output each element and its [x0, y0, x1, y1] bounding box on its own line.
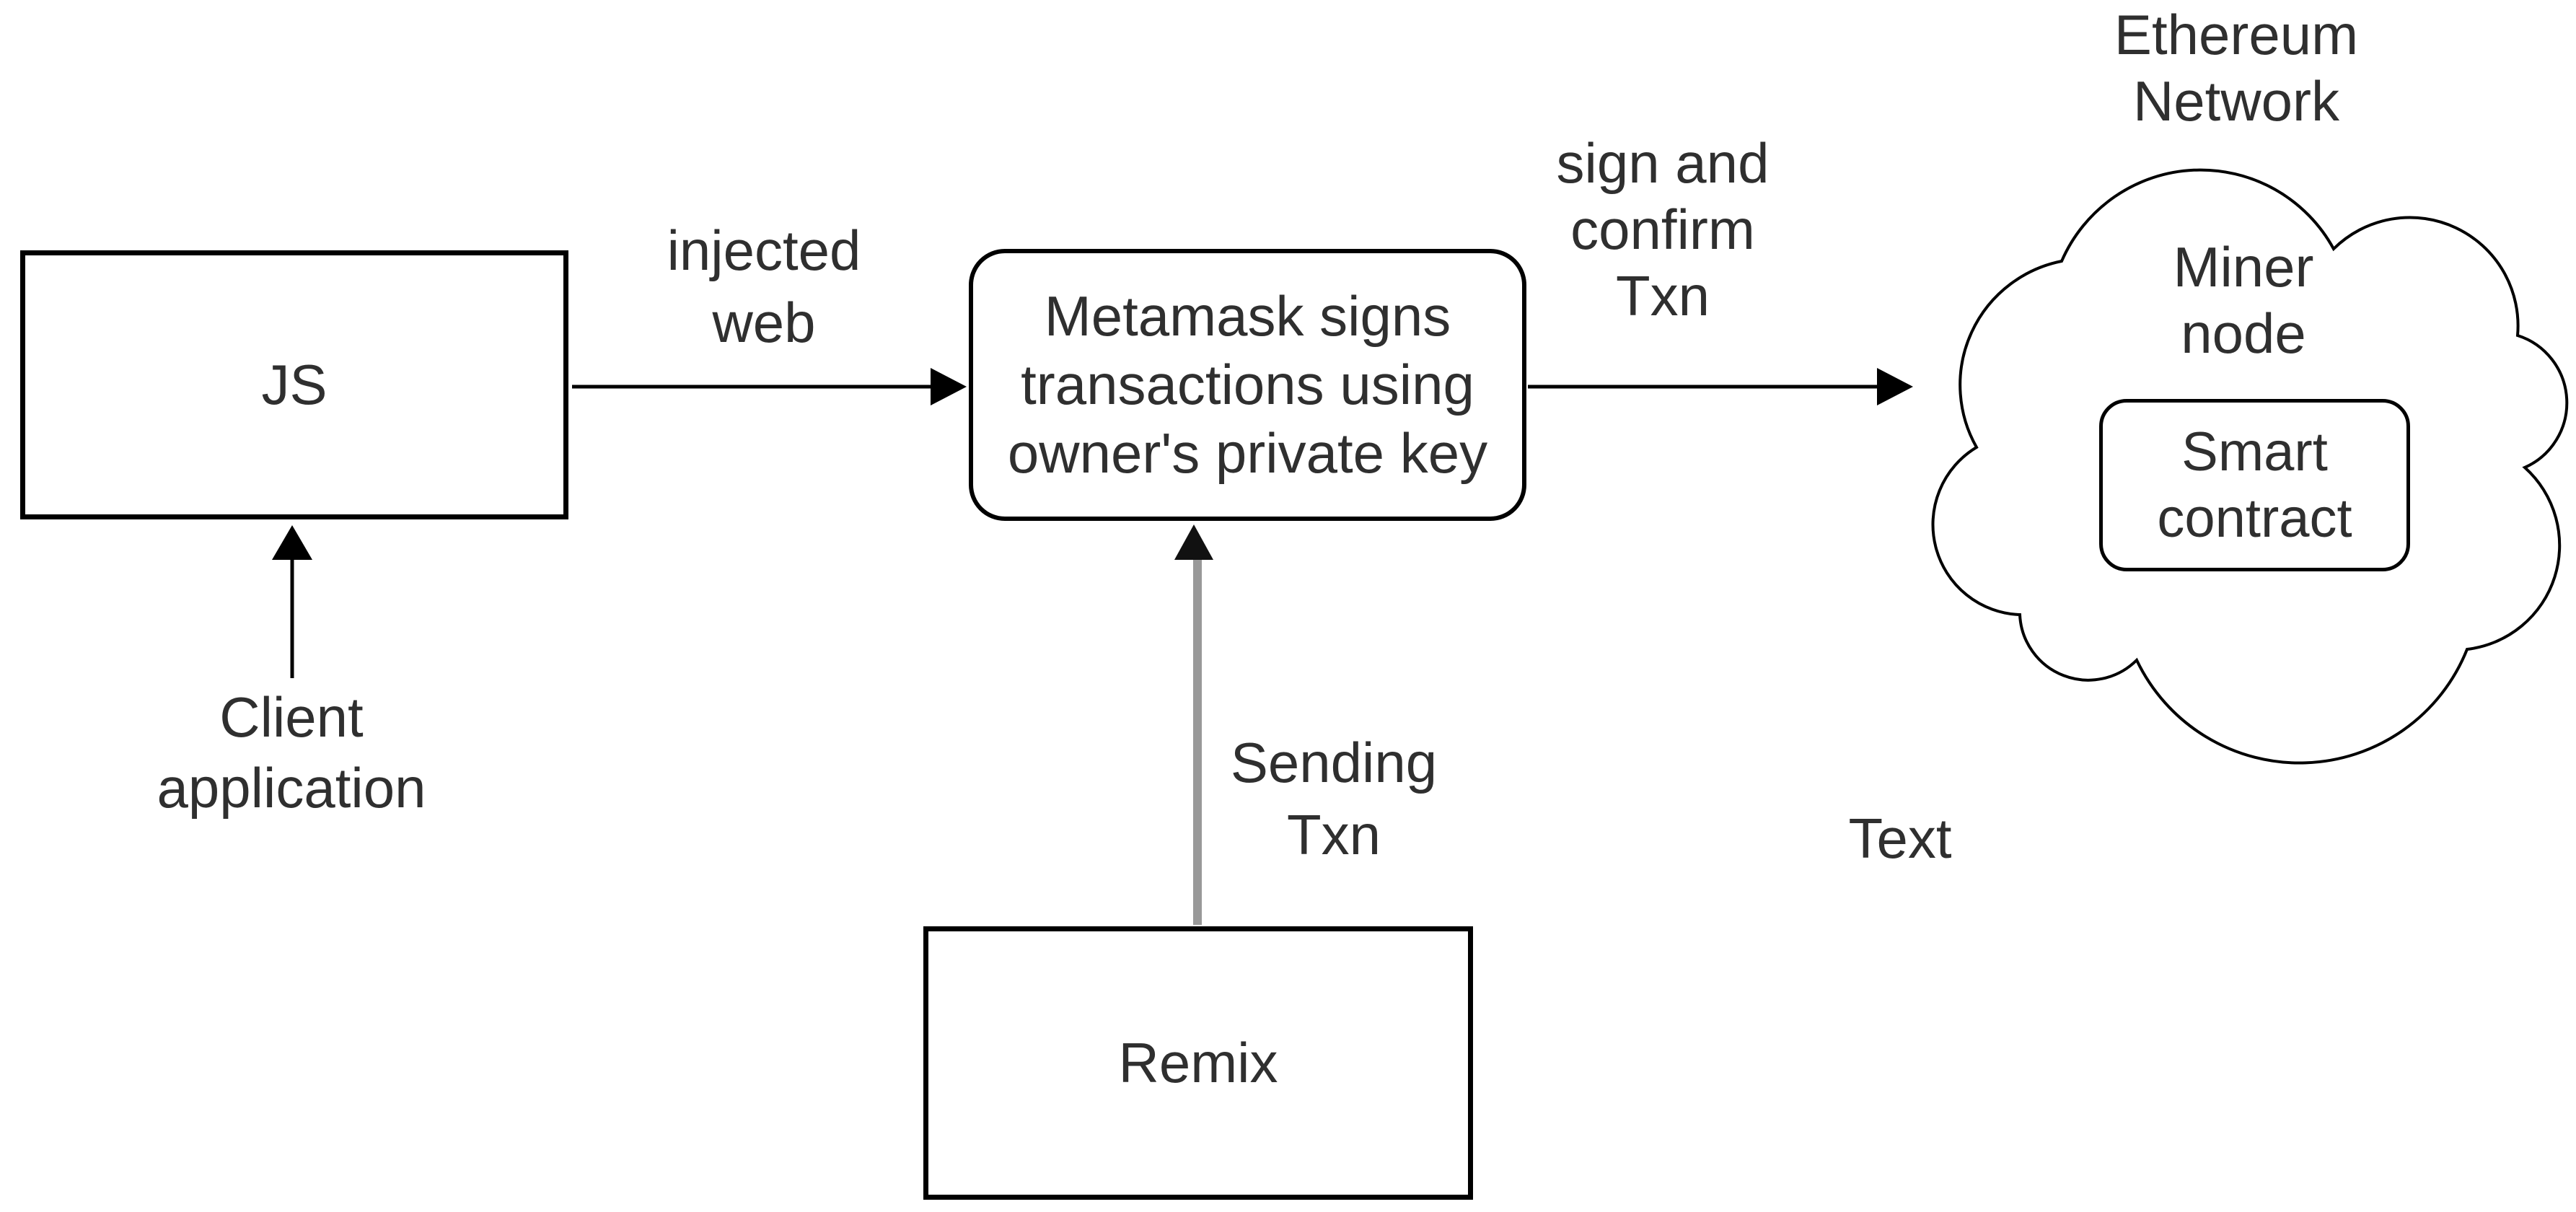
node-js: JS	[20, 250, 568, 519]
arrow-client-to-js	[272, 525, 312, 678]
node-remix: Remix	[923, 926, 1473, 1200]
node-metamask-label: Metamask signs transactions using owner'…	[1007, 284, 1488, 485]
label-text-placeholder: Text	[1848, 807, 1952, 870]
node-smart-contract: Smart contract	[2099, 399, 2410, 571]
arrow-metamask-to-cloud	[1528, 368, 1913, 405]
node-metamask: Metamask signs transactions using owner'…	[969, 249, 1526, 521]
edge-label-sign-and-confirm-txn: sign and confirm Txn	[1556, 131, 1770, 328]
arrowhead-up-icon	[1174, 524, 1213, 560]
arrowhead-right-icon	[931, 368, 967, 405]
arrow-remix-to-metamask	[1174, 524, 1213, 925]
label-miner-node: Miner node	[2173, 235, 2314, 365]
arrowhead-right-icon	[1877, 368, 1913, 405]
label-ethereum-network: Ethereum Network	[2114, 3, 2359, 133]
edge-label-sending-txn: Sending Txn	[1230, 731, 1438, 866]
node-smart-contract-label: Smart contract	[2157, 421, 2352, 549]
node-remix-label: Remix	[1118, 1031, 1278, 1094]
edge-label-client-application: Client application	[157, 685, 426, 820]
arrow-js-to-metamask	[572, 368, 967, 405]
edge-label-injected-web: injected web	[667, 219, 861, 354]
arrowhead-up-icon	[272, 525, 312, 560]
node-js-label: JS	[261, 353, 328, 416]
